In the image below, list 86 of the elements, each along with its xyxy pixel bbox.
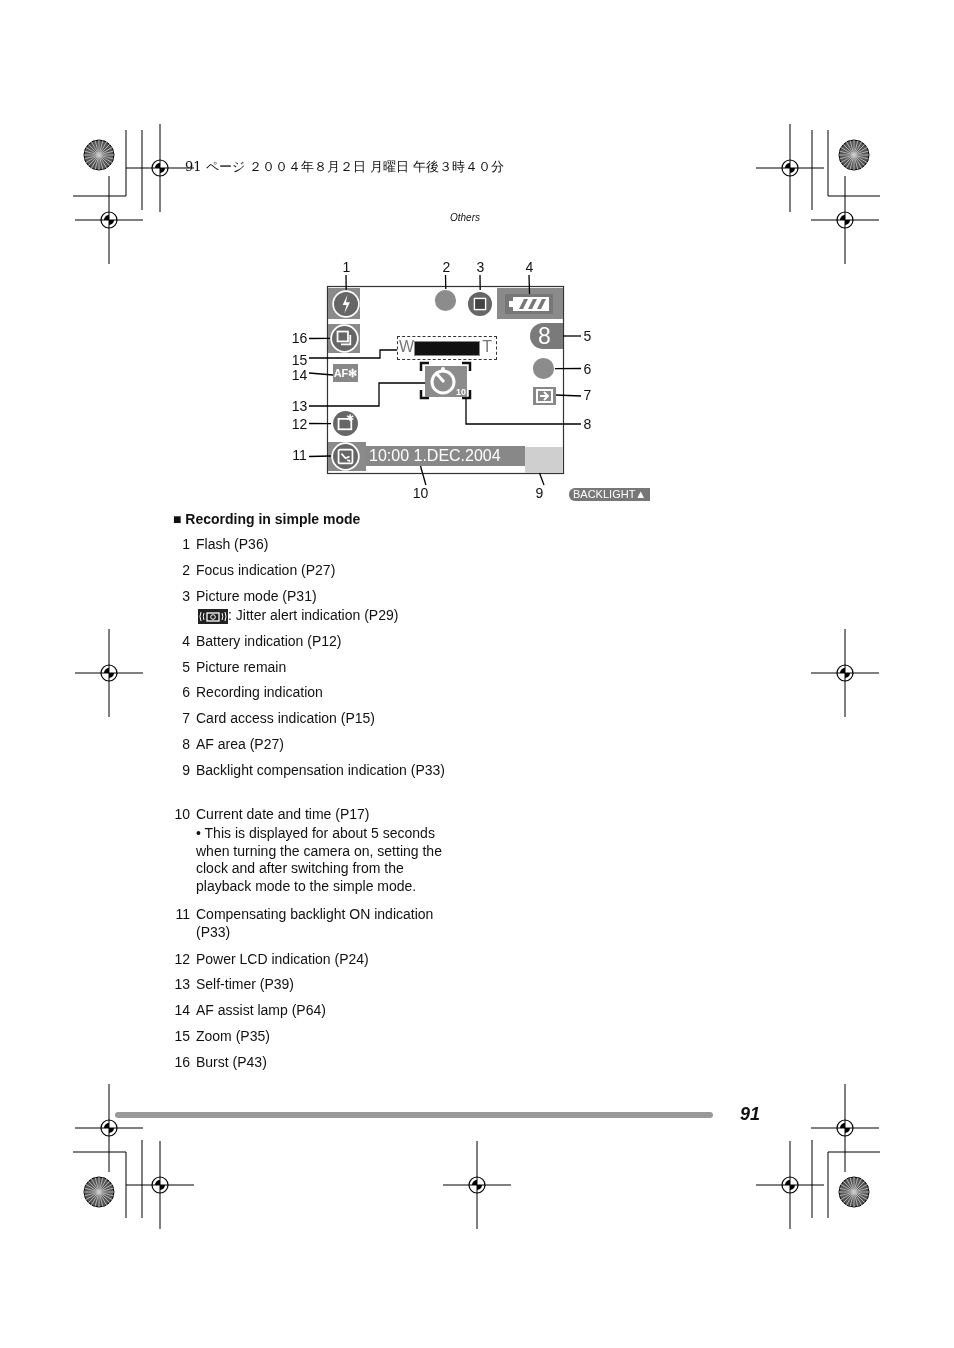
item-number: 14 [173, 1002, 190, 1020]
callout-number: 1 [340, 259, 353, 275]
callout-number: 11 [290, 447, 309, 463]
leader-line [345, 274, 347, 291]
leader-line [419, 465, 427, 486]
callout-number: 4 [523, 259, 536, 275]
focus-indicator-icon [434, 289, 457, 312]
item-number: 2 [181, 562, 190, 580]
callout-number: 7 [581, 387, 594, 403]
item-number: 11 [174, 906, 190, 924]
callout-number: 16 [290, 330, 309, 346]
item-text: : Jitter alert indication (P29) [228, 607, 399, 625]
page-number: 91 [740, 1103, 761, 1126]
callout-number: 12 [290, 416, 309, 432]
leader-line [479, 274, 481, 291]
backlight-button: BACKLIGHT▲ [569, 488, 651, 501]
item-text: Compensating backlight ON indication (P33) [196, 906, 435, 941]
item-text: Recording indication [196, 684, 324, 702]
item-number: 1 [181, 536, 190, 554]
leader-line [562, 335, 582, 337]
item-text: Picture mode (P31) [196, 588, 318, 606]
callout-number: 10 [412, 485, 429, 501]
callout-number: 5 [581, 328, 594, 344]
callout-number: 2 [440, 259, 453, 275]
section-heading: ■ Recording in simple mode [173, 511, 361, 529]
lcd-screen [327, 286, 564, 474]
item-text: AF assist lamp (P64) [196, 1002, 327, 1020]
item-text: Burst (P43) [196, 1054, 268, 1072]
item-text: Card access indication (P15) [196, 710, 376, 728]
burst-icon [330, 324, 359, 353]
item-text: Self-timer (P39) [196, 976, 296, 994]
leader-line [538, 472, 545, 486]
leader-line [308, 349, 398, 359]
picture-remain-counter: 8 [530, 323, 563, 349]
item-number: 10 [173, 806, 190, 824]
card-access-icon [533, 387, 556, 405]
callout-number: 6 [581, 361, 594, 377]
backlight-indicator-bar [525, 447, 563, 473]
leader-line [528, 274, 531, 295]
item-text: Focus indication (P27) [196, 562, 337, 580]
callout-number: 8 [581, 416, 594, 432]
item-text: Zoom (P35) [196, 1028, 271, 1046]
callout-number: 9 [533, 485, 546, 501]
item-number: 4 [181, 633, 190, 651]
item-number: 15 [173, 1028, 190, 1046]
self-timer-icon: 10 [425, 366, 467, 397]
battery-icon [505, 294, 553, 314]
item-text: Current date and time (P17) [196, 806, 371, 824]
item-number: 6 [181, 684, 190, 702]
item-number: 13 [173, 976, 190, 994]
leader-line [308, 422, 332, 425]
leader-line [554, 367, 582, 370]
item-text: AF area (P27) [196, 736, 285, 754]
leader-line [308, 372, 334, 376]
print-slug: 91 ページ ２００４年８月２日 月曜日 午後３時４０分 [185, 159, 505, 176]
callout-number: 14 [290, 367, 309, 383]
item-text: Picture remain [196, 659, 288, 677]
picture-mode-icon [466, 290, 494, 318]
item-text: Flash (P36) [196, 536, 270, 554]
item-text: Battery indication (P12) [196, 633, 343, 651]
item-number: 16 [173, 1054, 190, 1072]
item-number: 7 [181, 710, 190, 728]
note-text: • This is displayed for about 5 seconds when turning the camera on, setting the clock and after switching from the playback mode to the simple mode. [196, 825, 443, 895]
leader-line [465, 397, 582, 425]
leader-line [308, 337, 331, 340]
zoom-bar [397, 336, 497, 360]
item-number: 5 [181, 659, 190, 677]
item-text: Power LCD indication (P24) [196, 951, 370, 969]
callout-number: 15 [290, 352, 309, 368]
recording-indicator-icon [532, 357, 555, 380]
leader-line [308, 382, 426, 407]
leader-line [444, 274, 447, 290]
power-lcd-icon [331, 409, 360, 438]
section-header: Others [450, 212, 480, 225]
item-number: 9 [181, 762, 190, 780]
af-assist-lamp-icon: AF✻ [333, 364, 358, 382]
date-time-bar: 10:00 1.DEC.2004 [366, 446, 525, 466]
leader-line [308, 455, 332, 458]
item-number: 3 [181, 588, 190, 606]
callout-number: 13 [290, 398, 309, 414]
callout-number: 3 [474, 259, 487, 275]
leader-line [555, 394, 582, 397]
item-text: Backlight compensation indication (P33) [196, 762, 447, 780]
backlight-on-icon [331, 442, 360, 471]
item-number: 8 [181, 736, 190, 754]
item-number: 12 [173, 951, 190, 969]
